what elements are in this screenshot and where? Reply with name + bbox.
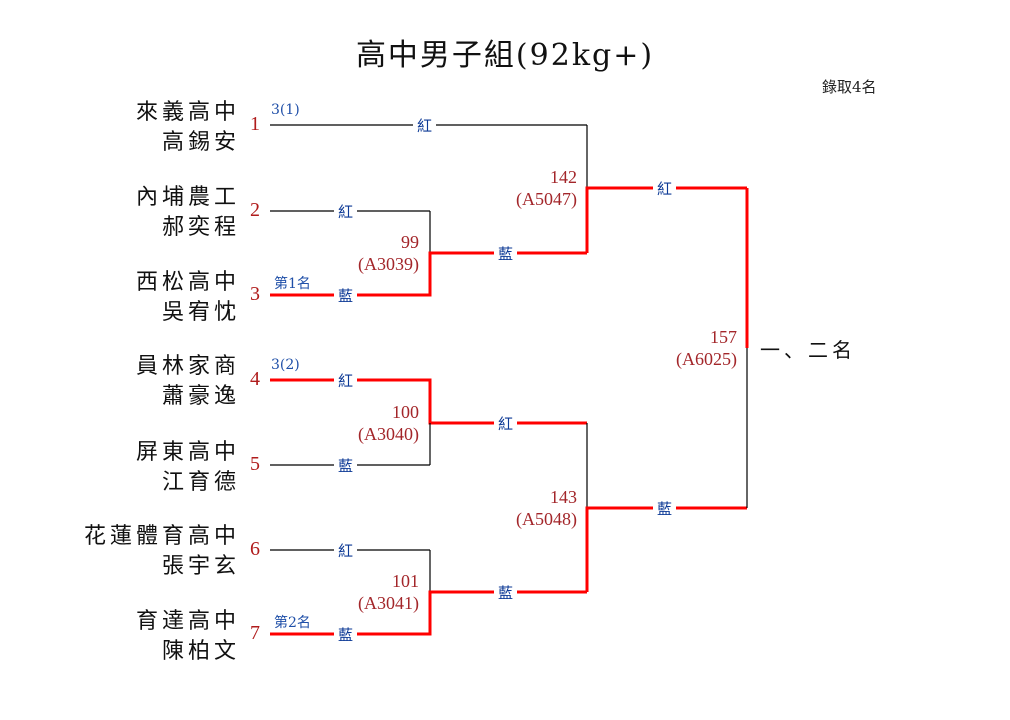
entry-4-name: 蕭豪逸 [161, 384, 240, 409]
entry-4-school: 員林家商 [135, 354, 240, 379]
match-142-label: 142 (A5047) [467, 166, 577, 210]
match-142-code: (A5047) [516, 189, 577, 209]
match-100-number: 100 [392, 402, 419, 422]
m143-bottom-corner: 藍 [494, 582, 518, 603]
final-result-label: 一、二名 [760, 338, 856, 362]
m100-top-corner: 紅 [334, 370, 358, 391]
match-157-number: 157 [710, 327, 737, 347]
quota-label: 錄取4名 [822, 78, 877, 96]
match-143-code: (A5048) [516, 509, 577, 529]
entry-5-seed: 5 [250, 453, 260, 475]
match-143-number: 143 [550, 487, 577, 507]
page-title: 高中男子組(92kg+) [355, 38, 655, 73]
entry-1-seed: 1 [250, 113, 260, 135]
match-100-label: 100 (A3040) [309, 401, 419, 445]
entry-2-seed: 2 [250, 199, 260, 221]
match-157-label: 157 (A6025) [627, 326, 737, 370]
entry-4-note: 3(2) [271, 357, 300, 373]
m142-win-line [585, 186, 747, 253]
entry-3-name: 吳宥忱 [161, 300, 240, 325]
match-100-code: (A3040) [358, 424, 419, 444]
entry-1-school: 來義高中 [135, 100, 240, 125]
match-142-number: 142 [550, 167, 577, 187]
m157-bottom-corner: 藍 [653, 498, 677, 519]
match-99-number: 99 [401, 232, 419, 252]
entry-1-note: 3(1) [271, 102, 300, 118]
m100-bottom-corner: 藍 [334, 455, 358, 476]
entry-7-name: 陳柏文 [161, 639, 240, 664]
entry-6-school: 花蓮體育高中 [83, 524, 240, 549]
entry-4-seed: 4 [250, 368, 260, 390]
match-143-label: 143 (A5048) [467, 486, 577, 530]
m101-bottom-corner: 藍 [334, 624, 358, 645]
match-101-label: 101 (A3041) [309, 570, 419, 614]
m157-top-corner: 紅 [653, 178, 677, 199]
entry-2-name: 郝奕程 [161, 215, 240, 240]
entry-7-note: 第2名 [274, 615, 311, 631]
entry-5-school: 屏東高中 [135, 440, 240, 465]
entry-7-seed: 7 [250, 622, 260, 644]
entry-3-seed: 3 [250, 283, 260, 305]
m99-top-corner: 紅 [334, 201, 358, 222]
m142-top-corner: 紅 [413, 115, 437, 136]
match-101-number: 101 [392, 571, 419, 591]
entry-1-name: 高錫安 [161, 130, 240, 155]
m143-win-line [585, 506, 747, 592]
entry-7-school: 育達高中 [135, 609, 240, 634]
match-157-code: (A6025) [676, 349, 737, 369]
match-99-label: 99 (A3039) [309, 231, 419, 275]
entry-5-name: 江育德 [161, 470, 240, 495]
match-101-code: (A3041) [358, 593, 419, 613]
entry-3-note: 第1名 [274, 276, 311, 292]
entry-6-seed: 6 [250, 538, 260, 560]
m99-bottom-corner: 藍 [334, 285, 358, 306]
entry-6-name: 張宇玄 [161, 554, 240, 579]
entry-3-school: 西松高中 [135, 270, 240, 295]
m101-top-corner: 紅 [334, 540, 358, 561]
entry-2-school: 內埔農工 [135, 185, 240, 210]
m142-bottom-corner: 藍 [494, 243, 518, 264]
m143-top-corner: 紅 [494, 413, 518, 434]
match-99-code: (A3039) [358, 254, 419, 274]
